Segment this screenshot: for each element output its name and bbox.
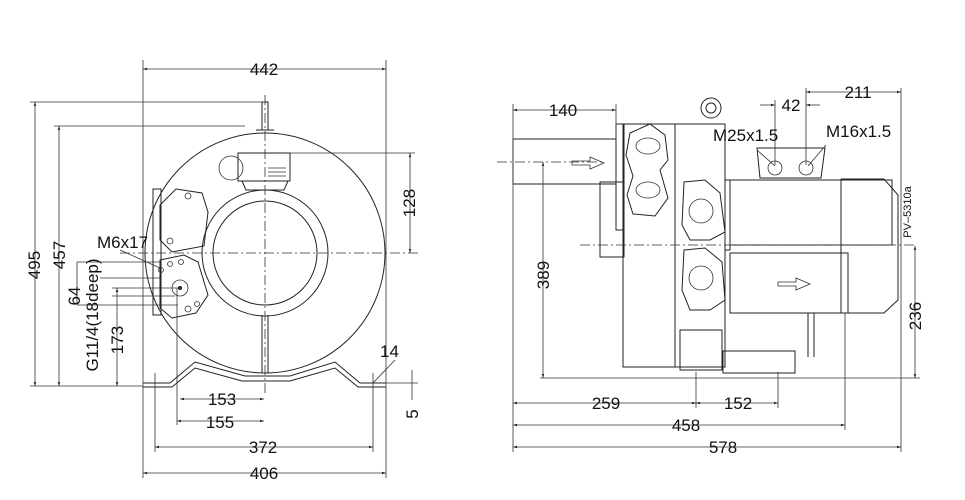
gland-m25-label: M25x1.5 [713,126,778,145]
dim-42: 42 [782,96,801,115]
dim-389: 389 [534,261,553,289]
dim-152: 152 [724,394,752,413]
dim-236: 236 [906,302,925,330]
port-g-label: G11/4(18deep) [83,258,102,371]
dim-128: 128 [400,189,419,217]
dim-457: 457 [50,241,69,269]
dim-211: 211 [844,83,871,102]
drawing-code: PV–5310a [902,185,914,237]
dim-578: 578 [709,438,737,457]
dim-442: 442 [250,60,278,79]
front-view-dimensions [30,60,418,478]
front-view: 442 495 457 128 M6x17 64 G11/4(18deep) 1… [25,60,422,483]
gland-m16-label: M16x1.5 [826,122,891,141]
dim-372: 372 [249,438,277,457]
dim-155: 155 [206,413,234,432]
front-view-body [120,95,420,395]
dim-153: 153 [208,390,236,409]
dim-14: 14 [380,342,399,361]
thread-m6-label: M6x17 [97,233,148,252]
dim-64: 64 [65,287,84,306]
dim-458: 458 [672,416,700,435]
side-view-body [497,97,915,374]
side-view: 140 42 211 M25x1.5 M16x1.5 389 236 259 1… [497,83,925,457]
dim-406: 406 [250,464,278,483]
side-view-dimensions [512,88,920,452]
dim-495: 495 [25,251,44,279]
dim-140: 140 [549,101,577,120]
dim-173: 173 [108,326,127,354]
dim-5: 5 [403,409,422,418]
dim-259: 259 [592,394,620,413]
